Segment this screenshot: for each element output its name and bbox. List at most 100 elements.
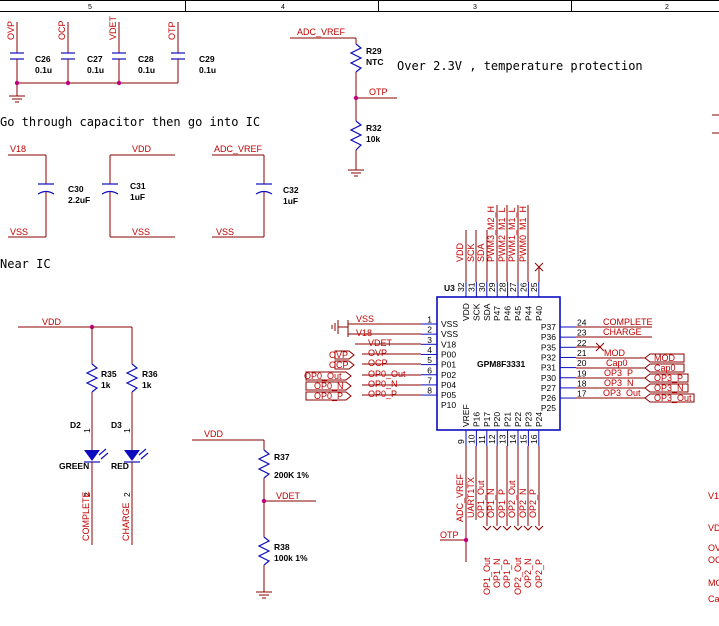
net-vss-c31: VSS — [132, 227, 150, 237]
ic-pin-name-right-7: P26 — [541, 393, 556, 403]
net-pwm0-m1-h: PWM0_M1_H — [518, 206, 528, 262]
net-vss-pin1: VSS — [356, 314, 374, 324]
sheet-frame: 5 4 3 2 — [0, 0, 719, 12]
r32-ref: R32 — [366, 123, 382, 133]
ic-pin-name-right-5: P30 — [541, 373, 556, 383]
net-charge-led: CHARGE — [121, 502, 131, 541]
net-pwm2-m1-l: PWM2_M1_L — [497, 207, 507, 262]
c28-value: 0.1u — [138, 65, 155, 75]
net-vss-c30: VSS — [10, 227, 28, 237]
r35-value: 1k — [101, 380, 111, 390]
c26-ref: C26 — [35, 54, 51, 64]
port-op1-n: OP1_N — [492, 558, 502, 588]
ic-pin-name-left-4: P01 — [441, 360, 456, 370]
net-v18-pin2: V18 — [356, 328, 372, 338]
port-op3-out: OP3_Out — [654, 393, 692, 403]
left-ports — [305, 350, 355, 401]
ic-pin-num-top-3: 29 — [487, 282, 497, 292]
net-v18-c30: V18 — [10, 144, 26, 154]
c29-value: 0.1u — [199, 65, 216, 75]
r29-ref: R29 — [366, 46, 382, 56]
ic-pin-num-right-5: 19 — [577, 368, 587, 378]
note-over-voltage: Over 2.3V , temperature protection — [397, 59, 643, 73]
port-op0-p: OP0_P — [314, 391, 343, 401]
ic-pin-num-bottom-6: 15 — [518, 434, 528, 444]
ic-pin-name-top-1: SCK — [471, 303, 481, 321]
net-vdet-pin3: VDET — [368, 338, 393, 348]
ic-pin-num-top-4: 28 — [498, 282, 508, 292]
net-vdd-pin32: VDD — [455, 242, 465, 262]
ic-pin-num-top-6: 26 — [518, 282, 528, 292]
c27-value: 0.1u — [87, 65, 104, 75]
c26-value: 0.1u — [35, 65, 52, 75]
port-op3-n: OP3_N — [654, 383, 684, 393]
edge-ov: OV — [708, 543, 719, 553]
ic-pin-name-right-3: P32 — [541, 352, 556, 362]
net-ocp-pin5: OCP — [368, 358, 388, 368]
bulk-caps-group — [8, 154, 273, 238]
ic-pin-name-left-0: VSS — [441, 319, 458, 329]
r35-ref: R35 — [101, 369, 117, 379]
ic-pin-name-top-0: VDD — [461, 303, 471, 321]
decoupling-caps-group — [9, 22, 185, 103]
port-op0-out: OP0_Out — [304, 371, 342, 381]
edge-vd: VD — [708, 523, 719, 533]
ic-pin-name-right-6: P27 — [541, 383, 556, 393]
c32-value: 1uF — [283, 196, 298, 206]
net-complete-pin24: COMPLETE — [603, 317, 653, 327]
ic-pin-name-bottom-5: P22 — [513, 412, 523, 427]
net-pwm1-m1-l: PWM1_M1_L — [507, 207, 517, 262]
net-sda-pin30: SDA — [476, 243, 486, 262]
ic-pin-name-left-8: P10 — [441, 400, 456, 410]
r29-value: NTC — [366, 57, 383, 67]
ic-pin-num-right-4: 20 — [577, 358, 587, 368]
c31-ref: C31 — [130, 181, 146, 191]
edge-ca: Ca — [708, 594, 719, 604]
ic-pin-num-top-2: 30 — [477, 282, 487, 292]
net-sck-pin31: SCK — [466, 243, 476, 262]
ic-pin-num-bottom-0: 9 — [456, 439, 466, 444]
ic-pin-num-top-7: 25 — [529, 282, 539, 292]
note-near-ic: Near IC — [0, 257, 51, 271]
ic-pin-num-left-3: 4 — [427, 345, 432, 355]
c30-value: 2.2uF — [68, 195, 90, 205]
port-op2-n: OP2_N — [523, 558, 533, 588]
net-ovp-pin4: OVP — [368, 348, 387, 358]
frame-col-3: 3 — [473, 4, 477, 11]
ic-pin-num-left-6: 7 — [427, 375, 432, 385]
net-op3-n-pin18: OP3_N — [604, 378, 634, 388]
ic-pin-name-left-3: P00 — [441, 349, 456, 359]
port-cap0: Cap0 — [654, 363, 676, 373]
ic-pin-num-right-1: 23 — [577, 328, 587, 338]
c32-ref: C32 — [283, 185, 299, 195]
ic-pin-num-top-1: 31 — [466, 282, 476, 292]
ic-pin-num-bottom-4: 13 — [498, 434, 508, 444]
ic-right-nets — [576, 326, 652, 399]
frame-col-5: 5 — [88, 4, 92, 11]
ic-pin-name-top-5: P45 — [513, 306, 523, 321]
r32-value: 10k — [366, 134, 380, 144]
net-otp-bottom: OTP — [440, 530, 459, 540]
ic-u3-part: GPM8F3331 — [477, 359, 525, 369]
d3-pin1: 1 — [122, 428, 132, 433]
c29-ref: C29 — [199, 54, 215, 64]
c31-value: 1uF — [130, 192, 145, 202]
ic-pin-num-bottom-5: 14 — [508, 434, 518, 444]
ic-pin-num-right-0: 24 — [577, 318, 587, 328]
net-mod-pin21: MOD — [604, 348, 625, 358]
ic-pin-name-bottom-7: P24 — [534, 412, 544, 427]
ic-top-nets — [465, 205, 544, 282]
vdet-divider-group — [192, 439, 316, 599]
net-uart1tx-pin10: UART1TX — [466, 477, 476, 518]
ic-pin-num-right-2: 22 — [577, 338, 587, 348]
net-vdd-vdet: VDD — [204, 429, 224, 439]
net-charge-pin23: CHARGE — [603, 327, 642, 337]
port-op0-n: OP0_N — [314, 381, 344, 391]
ic-pin-num-right-7: 17 — [577, 389, 587, 399]
net-otp-top: OTP — [167, 21, 177, 40]
port-op2-out: OP2_Out — [513, 557, 523, 595]
ic-pin-num-left-5: 6 — [427, 365, 432, 375]
ic-pin-name-top-7: P40 — [534, 306, 544, 321]
ic-pin-num-right-3: 21 — [577, 348, 587, 358]
frame-col-4: 4 — [281, 4, 285, 11]
